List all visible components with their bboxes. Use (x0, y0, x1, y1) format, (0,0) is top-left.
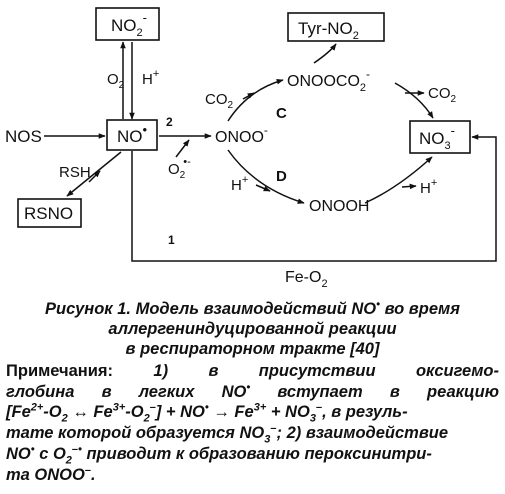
arrow-superoxide-in (175, 139, 190, 158)
arrow-onoocO2-to-no3 (394, 82, 434, 119)
onooh-label: ONOOH (309, 198, 369, 215)
figure-caption-line-3: в респираторном тракте [40] (125, 340, 380, 358)
reaction-arrows (44, 41, 497, 262)
arrow-h-plus-out (401, 183, 417, 190)
step-2-label: 2 (166, 115, 173, 129)
figure-caption-line-1: Рисунок 1. Модель взаимодействий NO• во … (45, 298, 460, 318)
notes-line-5: NO• с O2–• приводит к образованию перокс… (6, 443, 432, 467)
notes-line-2: глобина в легких NO• вступает в реакцию (6, 381, 499, 401)
onoo-minus-label: ONOO- (215, 123, 268, 146)
notes-line-4: тате которой образуется NO3–; 2) взаимод… (6, 422, 449, 446)
h-plus-right-label: H+ (420, 177, 437, 197)
pathway-d-label: D (276, 168, 287, 185)
superoxide-label: O2•- (168, 156, 191, 181)
arrow-rsh-in (88, 170, 101, 183)
h-plus-left-label: H+ (231, 174, 248, 194)
rsno-box (17, 198, 82, 228)
no2-minus-box (95, 7, 160, 41)
arrow-co2-in (242, 92, 255, 100)
notes-line-1: Примечания: 1) в присутствии оксигемо- (6, 362, 499, 380)
step-1-label: 1 (168, 233, 175, 247)
arrow-onoocO2-to-tyr (313, 43, 337, 64)
o2-reagent-label: O2 (107, 71, 125, 91)
notes-line-6: та ONOO–. (6, 464, 96, 484)
rsno-label: RSNO (24, 204, 73, 223)
h-plus-top-label: H+ (142, 68, 159, 88)
no-radical-label: NO• (117, 122, 148, 146)
arrow-onoo-to-onooh (227, 149, 305, 204)
onoocO2-minus-label: ONOOCO2- (287, 67, 370, 94)
arrow-h-plus-in (255, 184, 271, 192)
no-radical-box (106, 119, 158, 151)
tyr-no2-label: Tyr-NO2 (298, 19, 359, 42)
rsh-label: RSH (59, 164, 91, 181)
figure-caption-line-2: аллергениндуцированной реакции (108, 320, 397, 338)
pathway-c-label: C (276, 105, 287, 122)
co2-left-label: CO2 (205, 91, 234, 111)
arrow-no-to-no3-via-fe-o2 (131, 134, 497, 262)
fe-o2-label: Fe-O2 (285, 269, 328, 290)
co2-right-label: CO2 (428, 85, 457, 105)
no2-minus-label: NO2- (111, 10, 147, 39)
notes-line-3: [Fe2+-O2 ↔ Fe3+-O2–] + NO• → Fe3+ + NO3–… (6, 401, 408, 425)
nos-label: NOS (5, 127, 42, 146)
arrow-onooh-to-no3 (364, 156, 433, 204)
tyr-no2-box (287, 12, 385, 42)
arrow-onoo-to-onoocO2 (227, 79, 284, 122)
no3-minus-label: NO3- (419, 123, 455, 152)
reaction-diagram: NO2- Tyr-NO2 NO• NO3- RSNO NOS ONOO- ONO… (5, 7, 497, 290)
no3-minus-box (409, 120, 471, 154)
